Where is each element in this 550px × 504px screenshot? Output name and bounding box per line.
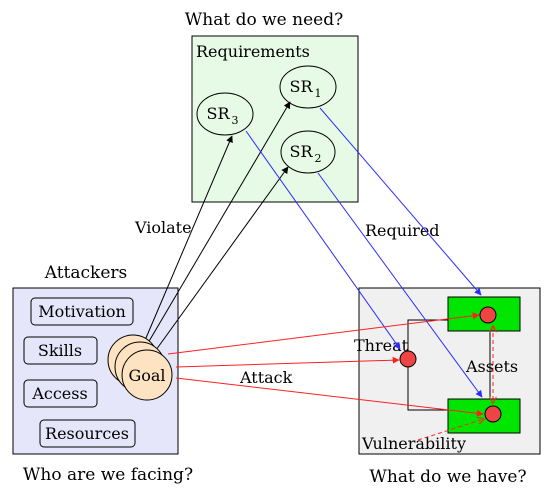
vulnerability-label: Vulnerability [361,434,466,453]
requirements-title: Requirements [196,42,310,61]
svg-text:3: 3 [232,114,239,127]
assets-label: Assets [465,357,518,376]
violate-arrow-sr2 [155,166,289,351]
edge-label-attack: Attack [239,368,293,387]
attacker-item-motivation: Motivation [30,297,134,326]
required-arrow-sr1 [319,107,482,296]
requirements-box [191,35,359,203]
goal-stack: Goal [107,334,173,401]
svg-text:Motivation: Motivation [38,302,126,321]
attack-arrow-asset-bottom [175,377,484,417]
svg-text:Access: Access [31,384,87,403]
threat-node [399,350,417,368]
attack-arrow-asset-top [167,312,480,355]
caption-bottom-right: What do we have? [369,467,526,487]
violate-arrow-sr3 [142,135,233,346]
required-arrow-sr2 [317,172,483,398]
caption-bottom-left: Who are we facing? [23,465,193,485]
threat-label: Threat [354,336,409,355]
svg-text:Skills: Skills [38,341,82,360]
required-arrow-sr3 [245,130,401,350]
svg-text:Resources: Resources [45,424,129,443]
attacker-item-skills: Skills [23,336,98,365]
asset-top-node [479,306,497,324]
sr2-node: SR 2 [280,130,336,174]
caption-attackers: Attackers [44,263,128,283]
vulnerability-link [417,419,484,441]
violate-arrow-sr1 [147,101,291,344]
caption-top: What do we need? [185,10,343,30]
asset-bottom [447,398,521,434]
svg-text:SR: SR [289,77,313,96]
svg-text:SR: SR [289,142,313,161]
sr1-node: SR 1 [279,65,337,109]
sr3-node: SR 3 [196,92,254,136]
goal-label: Goal [128,366,165,385]
edge-label-required: Required [365,221,440,240]
svg-text:1: 1 [315,87,322,100]
svg-text:SR: SR [206,104,230,123]
asset-bottom-node [484,405,502,423]
attacker-item-resources: Resources [39,419,136,448]
attack-arrow-threat [175,356,400,368]
edge-label-violate: Violate [134,218,192,237]
attacker-item-access: Access [23,379,98,408]
svg-text:2: 2 [315,152,322,165]
